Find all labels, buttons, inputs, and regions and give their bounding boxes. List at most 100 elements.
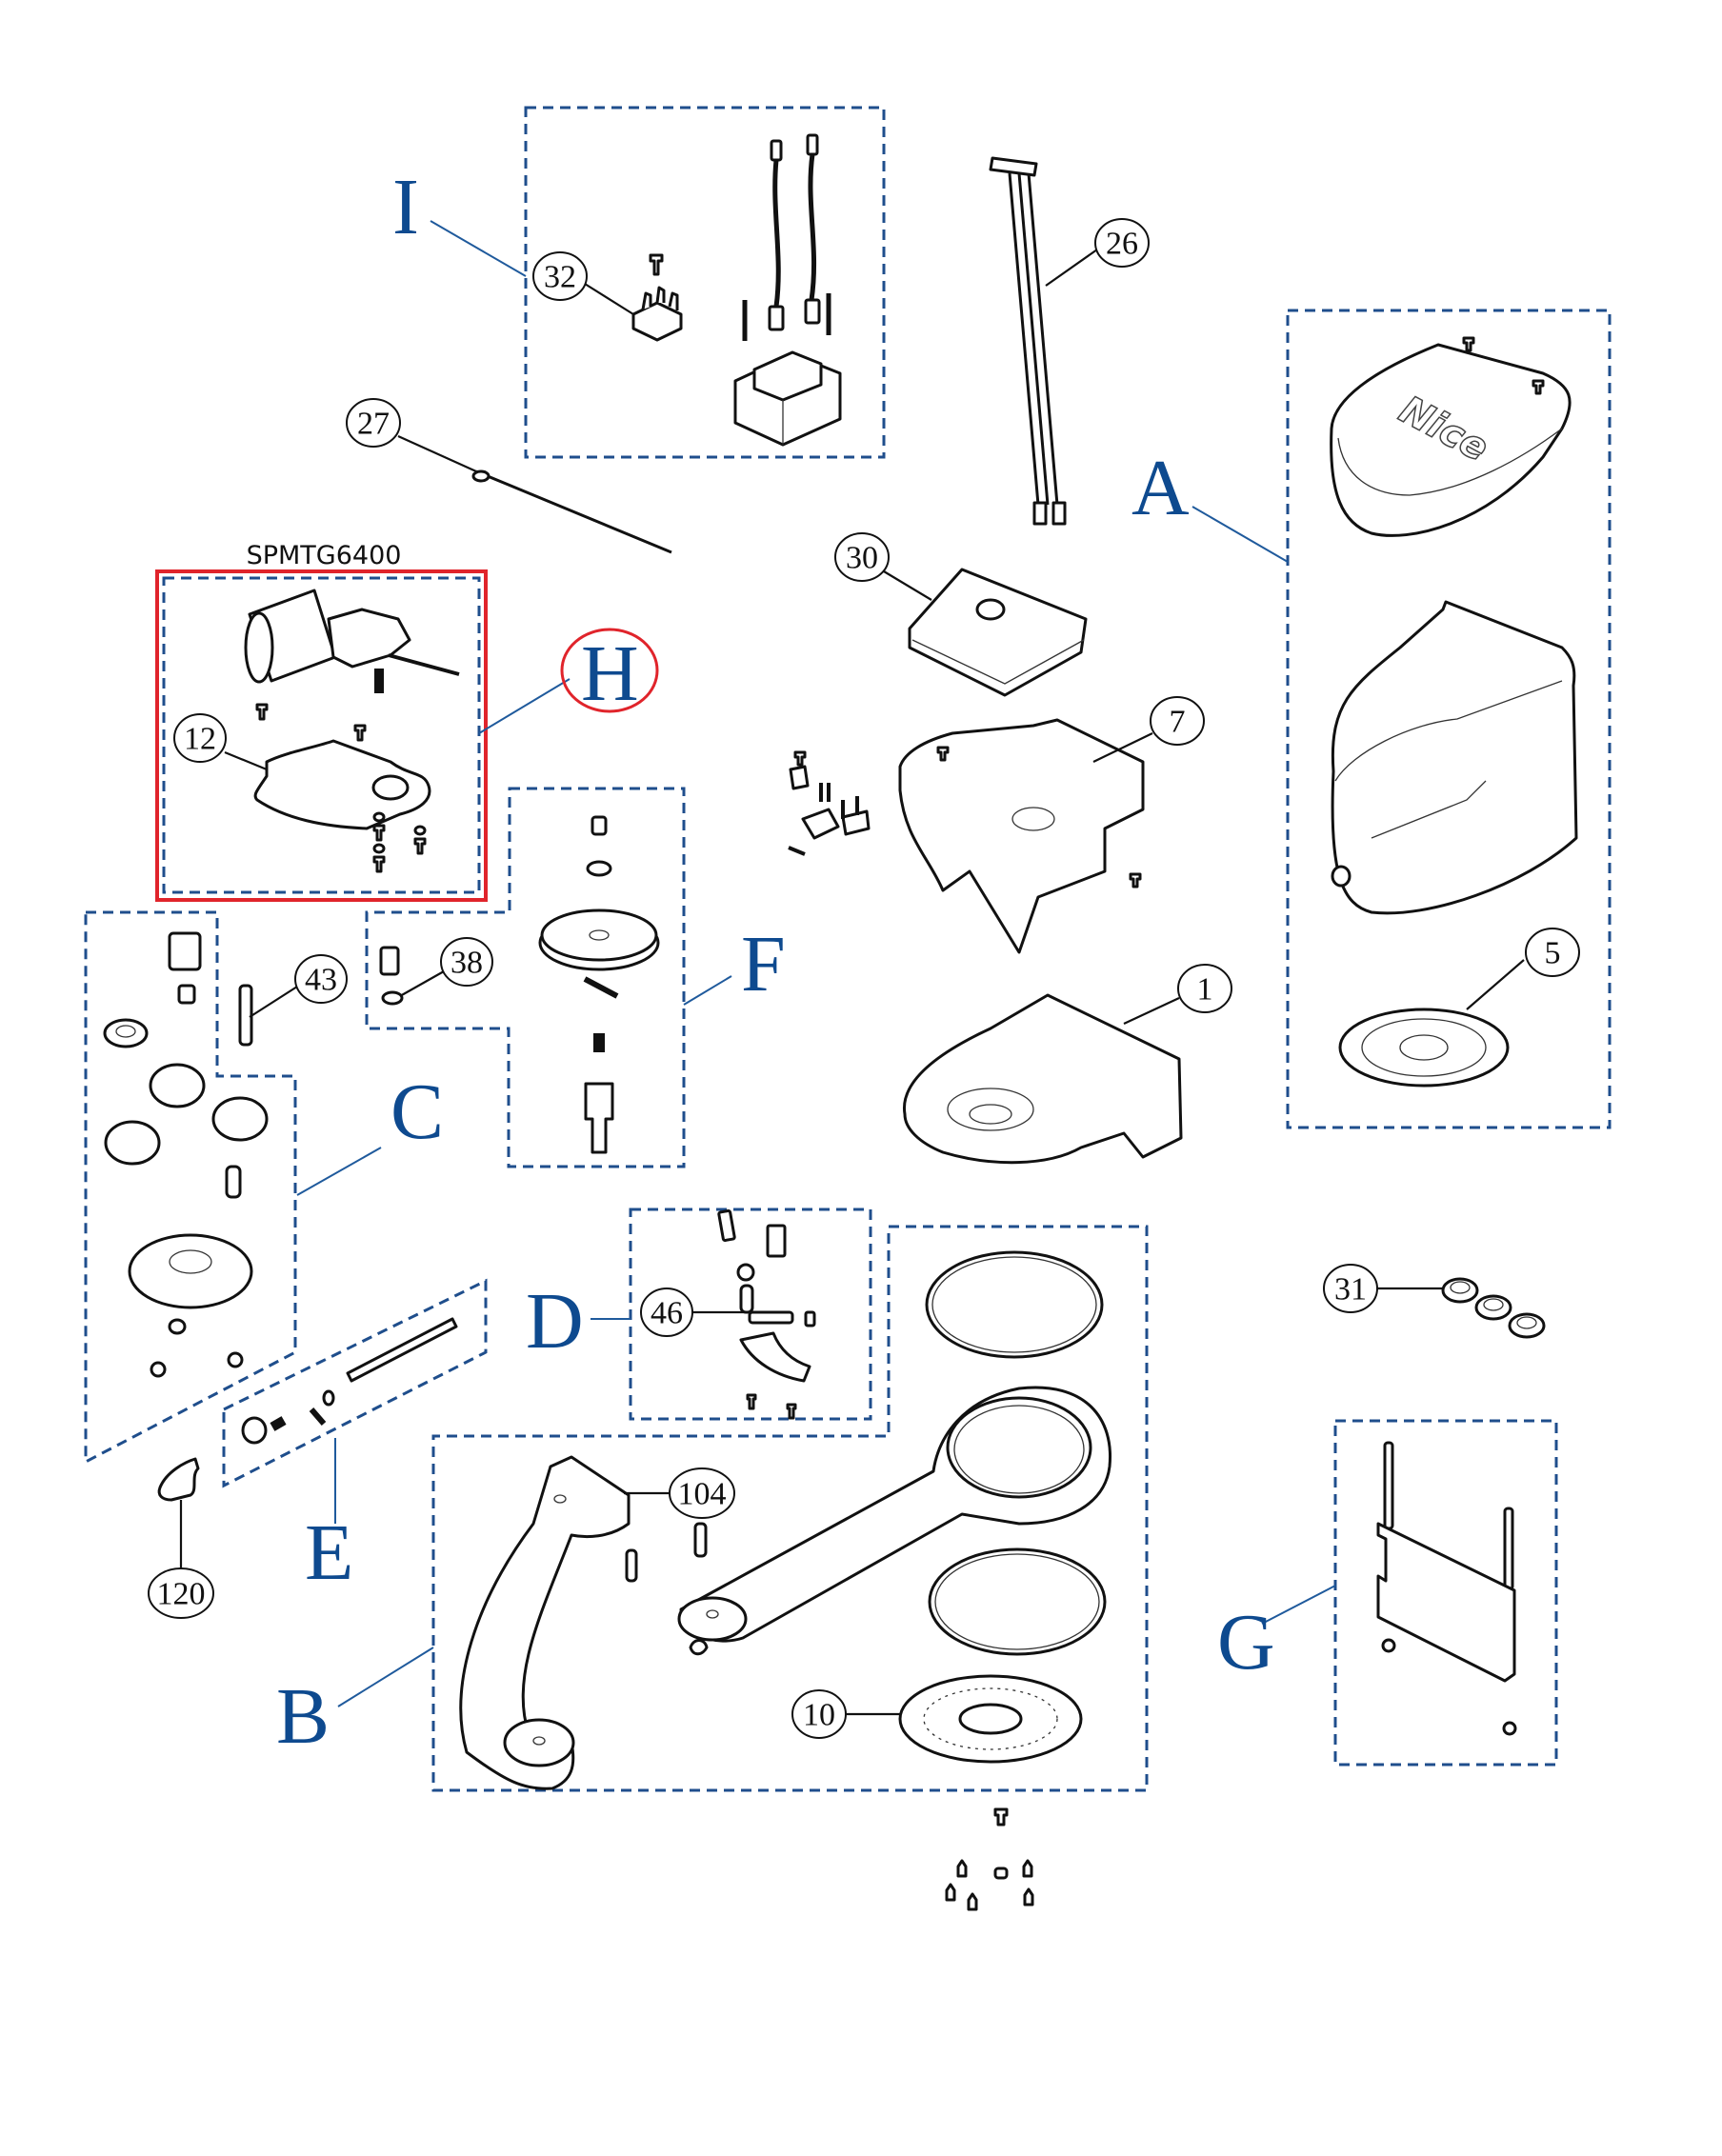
ribbon-cable-part[interactable] xyxy=(989,156,1067,526)
main-gear-part[interactable] xyxy=(538,815,660,1154)
control-board-part[interactable] xyxy=(908,568,1088,697)
group-h-leader xyxy=(478,678,571,734)
svg-text:30: 30 xyxy=(846,541,878,576)
terminal-block-part[interactable] xyxy=(631,253,683,342)
callout-43[interactable]: 43 xyxy=(249,954,348,1018)
svg-text:46: 46 xyxy=(651,1296,683,1331)
o-ring-screw-set[interactable] xyxy=(372,811,427,873)
group-b-letter: B xyxy=(276,1672,330,1761)
group-c-leader xyxy=(296,1147,382,1196)
callout-1[interactable]: 1 xyxy=(1123,964,1232,1025)
callout-26[interactable]: 26 xyxy=(1045,218,1150,287)
curved-arm-part[interactable] xyxy=(459,1455,631,1790)
loose-screws-part[interactable] xyxy=(945,1807,1034,1911)
group-d[interactable]: D 46 xyxy=(526,1208,872,1421)
gear-cluster-part[interactable] xyxy=(103,931,269,1378)
pin-43-part[interactable] xyxy=(238,984,253,1047)
group-g-outline xyxy=(1333,1419,1558,1767)
group-a-outline xyxy=(1286,309,1612,1129)
svg-text:38: 38 xyxy=(451,946,483,981)
callout-10[interactable]: 10 xyxy=(791,1689,900,1739)
callout-7[interactable]: 7 xyxy=(1092,696,1205,763)
motor-gasket-part[interactable] xyxy=(253,739,431,830)
gear-motor-part[interactable] xyxy=(244,589,460,693)
group-b[interactable]: B xyxy=(276,1225,1149,1792)
sensor-wire-part[interactable] xyxy=(471,469,672,554)
group-f-outline xyxy=(365,787,686,1168)
group-h-letter: H xyxy=(581,629,639,718)
base-part[interactable] xyxy=(902,993,1183,1165)
group-b-leader xyxy=(337,1647,434,1707)
group-c-letter: C xyxy=(390,1068,444,1156)
group-i-leader xyxy=(430,220,527,277)
pins-part[interactable] xyxy=(625,1522,709,1656)
svg-text:120: 120 xyxy=(157,1577,206,1612)
screw-part[interactable] xyxy=(353,724,367,742)
wire-pair-part[interactable] xyxy=(742,133,831,341)
group-a-leader xyxy=(1191,506,1289,563)
group-a[interactable]: A Nice 5 xyxy=(1131,309,1612,1129)
svg-text:7: 7 xyxy=(1170,705,1186,740)
callout-32[interactable]: 32 xyxy=(532,251,634,315)
group-b-outline xyxy=(431,1225,1149,1792)
screw-part[interactable] xyxy=(255,703,269,721)
encoder-disc-part[interactable] xyxy=(898,1674,1083,1764)
svg-text:43: 43 xyxy=(305,963,337,998)
group-i[interactable]: I 32 xyxy=(392,106,886,459)
belt-ring-upper-part[interactable] xyxy=(925,1250,1104,1359)
group-e[interactable]: E xyxy=(222,1278,488,1597)
group-f-leader xyxy=(683,975,732,1006)
belt-ring-lower-part[interactable] xyxy=(928,1547,1107,1656)
transformer-part[interactable] xyxy=(733,350,842,447)
group-g-letter: G xyxy=(1217,1598,1275,1687)
group-f-letter: F xyxy=(741,920,786,1008)
group-i-letter: I xyxy=(392,163,419,251)
svg-text:31: 31 xyxy=(1334,1272,1367,1308)
callout-46[interactable]: 46 xyxy=(640,1288,748,1337)
callout-38[interactable]: 38 xyxy=(399,937,493,997)
callout-5[interactable]: 5 xyxy=(1466,928,1580,1010)
svg-text:1: 1 xyxy=(1197,972,1213,1008)
svg-text:32: 32 xyxy=(544,260,576,295)
callout-27[interactable]: 27 xyxy=(346,398,477,473)
kit-code-label: SPMTG6400 xyxy=(247,541,402,570)
callout-30[interactable]: 30 xyxy=(834,532,932,601)
group-e-letter: E xyxy=(305,1508,353,1597)
svg-text:5: 5 xyxy=(1545,936,1561,971)
limit-switch-parts[interactable] xyxy=(788,750,871,856)
group-g[interactable]: G xyxy=(1217,1419,1558,1767)
top-cover-part[interactable]: Nice xyxy=(1330,336,1572,537)
housing-part[interactable] xyxy=(1331,600,1578,915)
pressure-plate-part[interactable] xyxy=(1338,1008,1510,1088)
limit-stop-part[interactable] xyxy=(717,1209,816,1420)
kit-spmtg6400[interactable]: SPMTG6400 12 xyxy=(155,541,659,902)
ring-gear-arm-part[interactable] xyxy=(677,1386,1112,1643)
svg-text:27: 27 xyxy=(357,407,390,442)
group-i-outline xyxy=(524,106,886,459)
callout-120[interactable]: 120 xyxy=(148,1500,214,1619)
group-e-outline xyxy=(222,1278,488,1488)
pinion-38-part[interactable] xyxy=(379,946,404,1006)
callout-104[interactable]: 104 xyxy=(624,1467,735,1519)
seal-rings-part[interactable] xyxy=(1441,1277,1546,1339)
svg-text:12: 12 xyxy=(184,722,216,757)
group-h-outline xyxy=(162,576,481,894)
group-c[interactable]: C 43 xyxy=(84,910,444,1465)
group-d-letter: D xyxy=(526,1277,584,1366)
svg-text:10: 10 xyxy=(803,1698,835,1733)
kit-highlight-box xyxy=(155,569,488,902)
callout-31[interactable]: 31 xyxy=(1323,1264,1443,1313)
inner-frame-part[interactable] xyxy=(898,718,1145,954)
svg-text:26: 26 xyxy=(1106,227,1138,262)
callout-12[interactable]: 12 xyxy=(173,713,268,771)
group-a-letter: A xyxy=(1131,444,1190,532)
group-g-leader xyxy=(1261,1585,1336,1625)
group-f[interactable]: F 38 xyxy=(365,787,786,1168)
mounting-bracket-part[interactable] xyxy=(1376,1441,1517,1736)
group-h-highlight-ring xyxy=(560,628,659,713)
release-key-part[interactable] xyxy=(157,1457,200,1502)
svg-text:104: 104 xyxy=(678,1477,727,1512)
group-d-outline xyxy=(629,1208,872,1421)
release-shaft-part[interactable] xyxy=(241,1317,458,1445)
